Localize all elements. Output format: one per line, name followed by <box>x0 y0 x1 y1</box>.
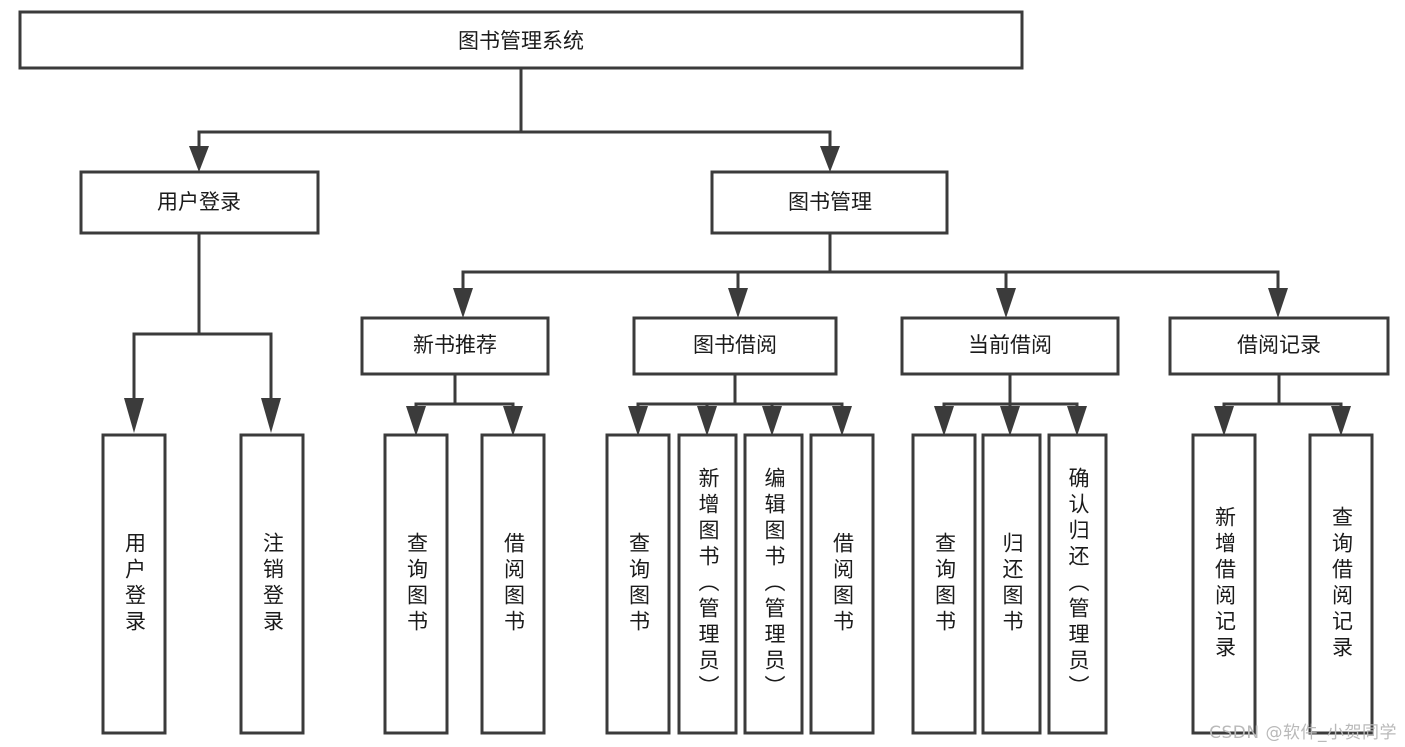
node-book-management-label: 图书管理 <box>788 190 872 214</box>
leaf-box-current-borrow-0[interactable] <box>911 433 977 735</box>
leaf-box-borrow-record-0[interactable] <box>1191 433 1257 735</box>
leaf-box-borrow-record-1[interactable] <box>1308 433 1374 735</box>
arrow-head-borrowrecord-leaf0 <box>1214 406 1234 436</box>
arrow-head-newbook-leaf0 <box>406 406 426 436</box>
leaf-box-new-book-1[interactable] <box>480 433 546 735</box>
node-book-borrow-label: 图书借阅 <box>693 333 777 357</box>
arrow-head-bookborrow-leaf1 <box>697 406 717 436</box>
node-new-book-recommend-label: 新书推荐 <box>413 333 497 357</box>
node-new-book-recommend-box <box>360 316 550 376</box>
arrow-head-bookborrow-leaf2 <box>762 406 782 436</box>
node-book-management-box <box>710 170 949 235</box>
leaf-box-new-book-0[interactable] <box>383 433 449 735</box>
node-book-borrow-box <box>632 316 838 376</box>
arrow-head-l2-1 <box>728 288 748 318</box>
leaf-box-current-borrow-2[interactable] <box>1047 433 1108 735</box>
leaf-box-user-login-1[interactable] <box>239 433 305 735</box>
arrow-head-currentborrow-leaf0 <box>934 406 954 436</box>
leaf-box-book-borrow-2[interactable] <box>743 433 804 735</box>
watermark: CSDN @软件_小贺同学 <box>1209 723 1397 743</box>
arrow-head-currentborrow-leaf1 <box>1000 406 1020 436</box>
arrow-head-newbook-leaf1 <box>503 406 523 436</box>
node-user-login[interactable]: 用户登录 <box>79 170 320 235</box>
node-borrow-record[interactable]: 借阅记录 <box>1168 316 1390 376</box>
arrow-head-currentborrow-leaf2 <box>1067 406 1087 436</box>
arrow-head-bookborrow-leaf0 <box>628 406 648 436</box>
node-borrow-record-box <box>1168 316 1390 376</box>
node-user-login-label: 用户登录 <box>157 190 241 214</box>
node-root[interactable]: 图书管理系统 <box>18 10 1024 70</box>
arrow-head-userlogin <box>189 146 209 172</box>
node-book-management[interactable]: 图书管理 <box>710 170 949 235</box>
node-current-borrow-box <box>900 316 1120 376</box>
leaf-box-current-borrow-1[interactable] <box>981 433 1042 735</box>
node-current-borrow-label: 当前借阅 <box>968 333 1052 357</box>
node-root-box <box>18 10 1024 70</box>
leaf-box-book-borrow-3[interactable] <box>809 433 875 735</box>
node-new-book-recommend[interactable]: 新书推荐 <box>360 316 550 376</box>
arrow-head-l2-0 <box>453 288 473 318</box>
leaf-box-user-login-0[interactable] <box>101 433 167 735</box>
arrow-head-userlogin-leaf0 <box>124 398 144 433</box>
node-book-borrow[interactable]: 图书借阅 <box>632 316 838 376</box>
node-current-borrow[interactable]: 当前借阅 <box>900 316 1120 376</box>
leaf-box-book-borrow-1[interactable] <box>677 433 738 735</box>
arrow-head-l2-3 <box>1268 288 1288 318</box>
arrow-head-borrowrecord-leaf1 <box>1331 406 1351 436</box>
arrow-head-l2-2 <box>996 288 1016 318</box>
arrow-head-bookmgmt <box>820 146 840 172</box>
node-root-label: 图书管理系统 <box>458 29 584 53</box>
arrow-head-bookborrow-leaf3 <box>832 406 852 436</box>
leaf-box-book-borrow-0[interactable] <box>605 433 671 735</box>
arrow-head-userlogin-leaf1 <box>261 398 281 433</box>
node-borrow-record-label: 借阅记录 <box>1237 333 1321 357</box>
